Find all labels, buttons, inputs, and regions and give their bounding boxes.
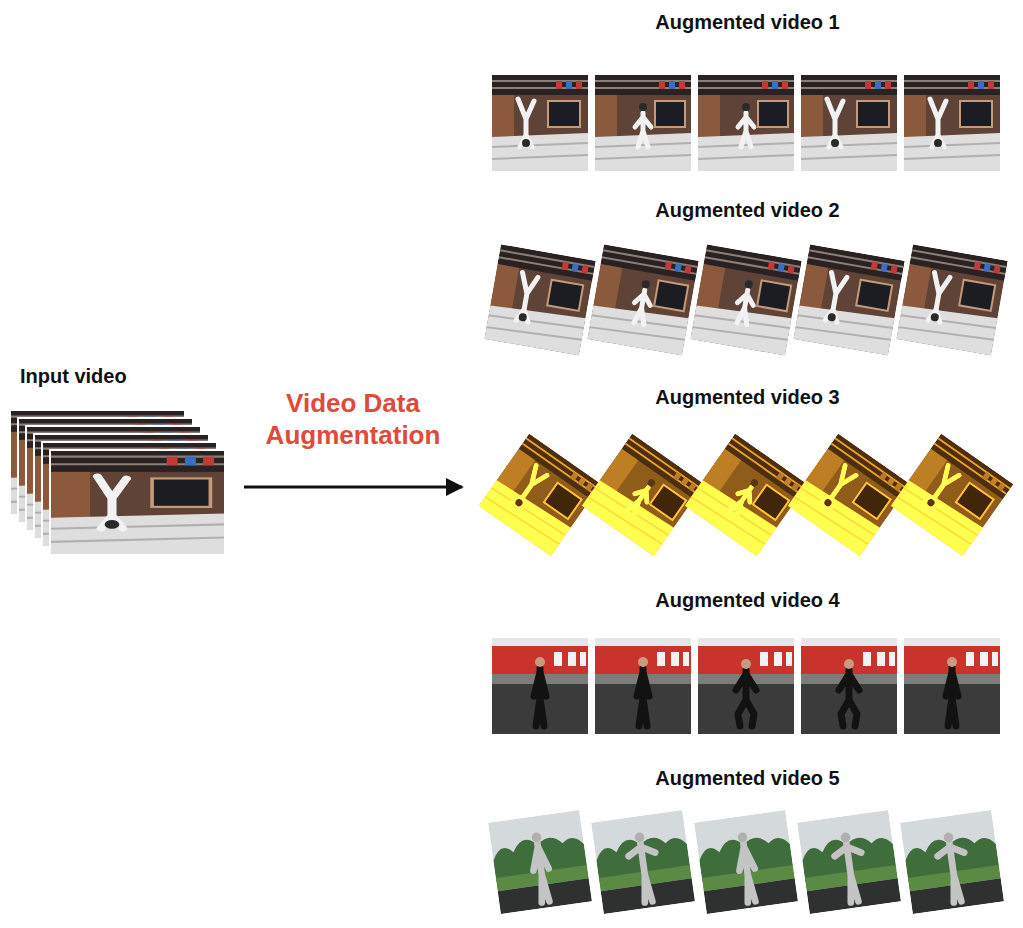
video-frame — [793, 244, 904, 355]
video-frame — [50, 450, 225, 555]
frames-video-1 — [492, 75, 1000, 171]
video-heading: Augmented video 1 — [480, 10, 1015, 34]
video-frame — [479, 434, 602, 557]
edge-label: Video Data Augmentation — [233, 387, 473, 451]
video-frame — [591, 810, 695, 914]
video-frame — [801, 75, 897, 171]
augmentation-arrow — [244, 486, 462, 489]
video-frame — [896, 244, 1007, 355]
video-frame — [694, 810, 798, 914]
video-frame — [698, 75, 794, 171]
video-frame — [788, 434, 911, 557]
video-frame — [492, 75, 588, 171]
frames-video-2 — [484, 244, 1007, 355]
frames-video-3 — [479, 434, 1014, 557]
augmented-video: Augmented video 2 — [480, 198, 1015, 366]
frame-border — [50, 450, 225, 555]
video-frame — [587, 244, 698, 355]
frames-video-5 — [488, 810, 1004, 914]
augmented-video: Augmented video 1 — [480, 10, 1015, 176]
video-frame — [690, 244, 801, 355]
video-heading: Augmented video 3 — [480, 385, 1015, 409]
video-heading: Augmented video 2 — [480, 198, 1015, 222]
input-frame-stack — [10, 410, 225, 555]
input-video: Input video — [8, 364, 230, 562]
video-frame — [582, 434, 705, 557]
video-frame — [900, 810, 1004, 914]
video-frame — [904, 638, 1000, 734]
video-frame — [595, 638, 691, 734]
video-heading: Input video — [20, 364, 230, 388]
video-frame — [685, 434, 808, 557]
video-frame — [891, 434, 1014, 557]
augmented-video: Augmented video 5 — [480, 766, 1015, 922]
augmented-video: Augmented video 3 — [480, 385, 1015, 565]
video-frame — [797, 810, 901, 914]
video-frame — [595, 75, 691, 171]
video-frame — [698, 638, 794, 734]
video-heading: Augmented video 5 — [480, 766, 1015, 790]
video-frame — [904, 75, 1000, 171]
augmented-video: Augmented video 4 — [480, 588, 1015, 738]
video-frame — [801, 638, 897, 734]
frames-video-4 — [492, 638, 1000, 734]
video-heading: Augmented video 4 — [480, 588, 1015, 612]
video-frame — [484, 244, 595, 355]
video-frame — [488, 810, 592, 914]
video-frame — [492, 638, 588, 734]
